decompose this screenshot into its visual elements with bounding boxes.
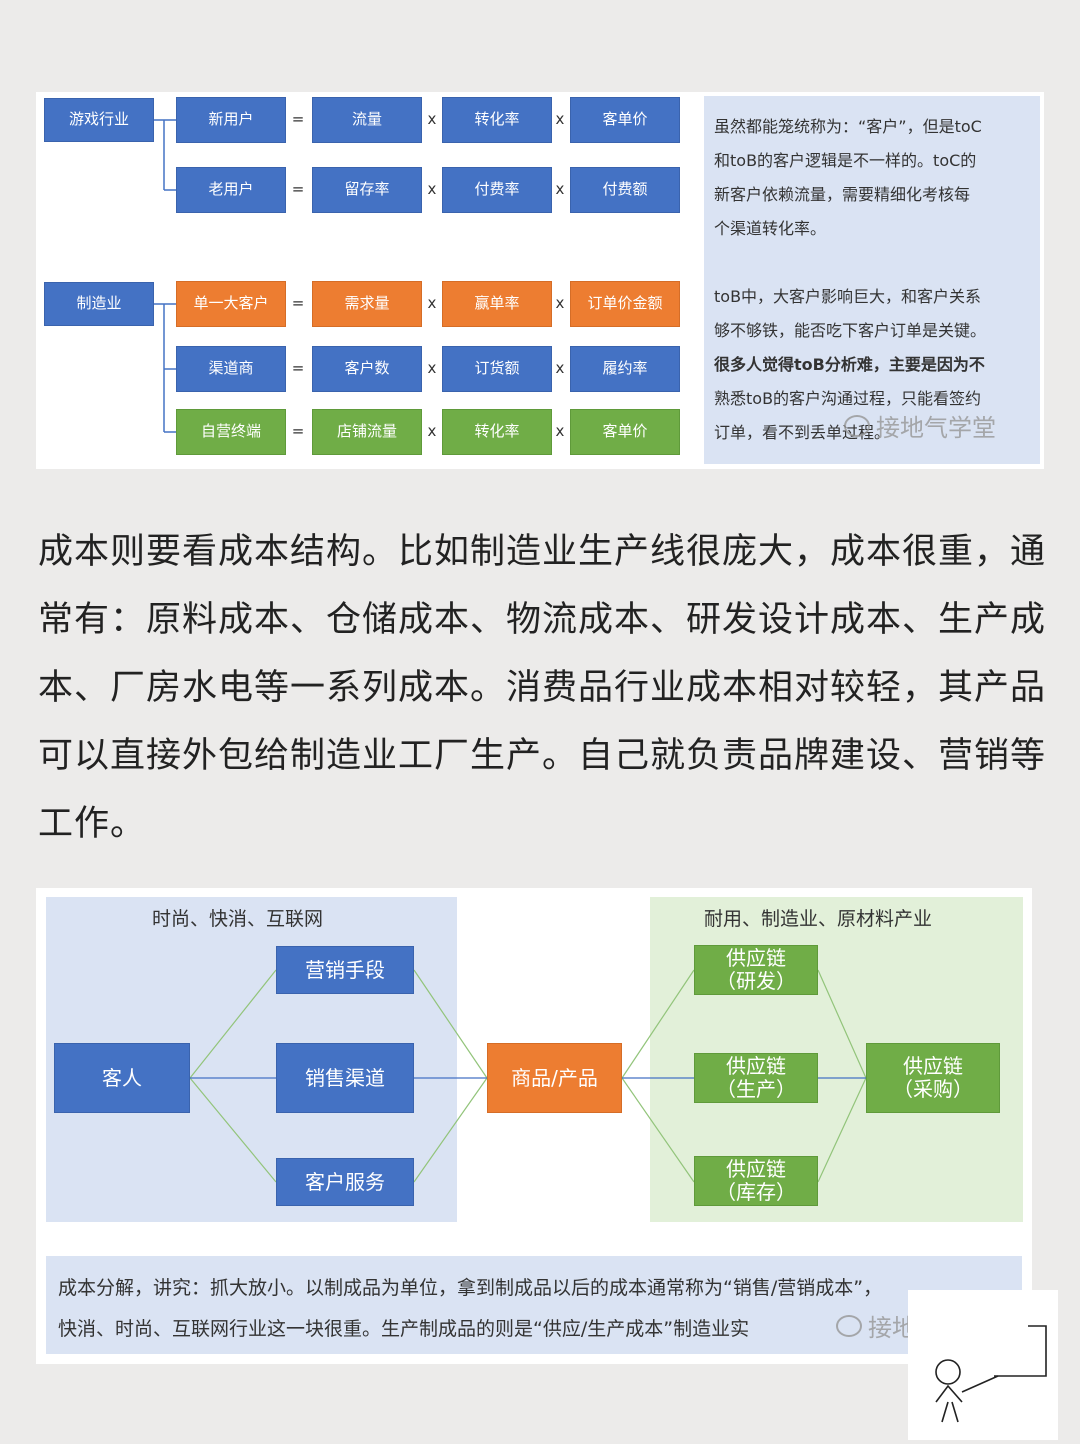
- term-avg-order: 客单价: [570, 409, 680, 455]
- supply-purchase-box: 供应链 （采购）: [866, 1043, 1000, 1113]
- note-line: 成本分解，讲究：抓大放小。以制成品为单位，拿到制成品以后的成本通常称为“销售/营…: [58, 1268, 1010, 1309]
- equals-sign: =: [289, 180, 307, 198]
- equals-sign: =: [289, 422, 307, 440]
- equals-sign: =: [289, 359, 307, 377]
- times-sign: x: [423, 359, 441, 377]
- box-line: 供应链: [726, 1158, 786, 1181]
- term-order-amount: 订货额: [442, 346, 552, 392]
- wechat-icon: [844, 415, 870, 437]
- times-sign: x: [551, 294, 569, 312]
- term-fulfill-rate: 履约率: [570, 346, 680, 392]
- note-line: 新客户依赖流量，需要精细化考核每: [714, 178, 1032, 212]
- box-line: 供应链: [903, 1055, 963, 1078]
- supply-rd-box: 供应链 （研发）: [694, 945, 818, 995]
- customer-service-box: 客户服务: [276, 1158, 414, 1206]
- term-pay-amount: 付费额: [570, 167, 680, 213]
- wechat-icon: [836, 1315, 862, 1337]
- formula-diagram: 游戏行业 制造业 新用户 = 流量 x 转化率 x 客单价 老用户 = 留存率 …: [36, 92, 1044, 469]
- customer-box: 客人: [54, 1043, 190, 1113]
- box-line: 供应链: [726, 1055, 786, 1078]
- times-sign: x: [423, 294, 441, 312]
- times-sign: x: [551, 180, 569, 198]
- note-line: 虽然都能笼统称为：“客户”，但是toC: [714, 110, 1032, 144]
- equals-sign: =: [289, 294, 307, 312]
- times-sign: x: [423, 110, 441, 128]
- sales-channel-box: 销售渠道: [276, 1043, 414, 1113]
- box-line: （研发）: [716, 970, 796, 993]
- term-pay-rate: 付费率: [442, 167, 552, 213]
- times-sign: x: [551, 359, 569, 377]
- term-client-count: 客户数: [312, 346, 422, 392]
- times-sign: x: [423, 180, 441, 198]
- box-line: （采购）: [893, 1078, 973, 1101]
- marketing-box: 营销手段: [276, 946, 414, 994]
- term-avg-order: 客单价: [570, 97, 680, 143]
- new-user-box: 新用户: [176, 97, 286, 143]
- term-traffic: 流量: [312, 97, 422, 143]
- note-line: 够不够铁，能否吃下客户订单是关键。: [714, 314, 1032, 348]
- times-sign: x: [551, 110, 569, 128]
- supply-inventory-box: 供应链 （库存）: [694, 1156, 818, 1206]
- box-line: 供应链: [726, 947, 786, 970]
- supply-production-box: 供应链 （生产）: [694, 1053, 818, 1103]
- term-order-value: 订单价金额: [570, 281, 680, 327]
- term-retention: 留存率: [312, 167, 422, 213]
- watermark: 接地气学堂: [844, 408, 996, 443]
- term-win-rate: 赢单率: [442, 281, 552, 327]
- equals-sign: =: [289, 110, 307, 128]
- corner-sketch: [908, 1290, 1058, 1440]
- product-box: 商品/产品: [487, 1043, 622, 1113]
- times-sign: x: [551, 422, 569, 440]
- note-line: 和toB的客户逻辑是不一样的。toC的: [714, 144, 1032, 178]
- times-sign: x: [423, 422, 441, 440]
- note-line: 个渠道转化率。: [714, 212, 1032, 246]
- term-conversion: 转化率: [442, 409, 552, 455]
- dealer-box: 渠道商: [176, 346, 286, 392]
- teacher-sketch-icon: [908, 1290, 1058, 1440]
- box-line: （生产）: [716, 1078, 796, 1101]
- watermark-text: 接地气学堂: [876, 408, 996, 443]
- term-store-traffic: 店铺流量: [312, 409, 422, 455]
- game-industry-box: 游戏行业: [44, 98, 154, 142]
- term-demand: 需求量: [312, 281, 422, 327]
- big-client-box: 单一大客户: [176, 281, 286, 327]
- note-line: 很多人觉得toB分析难，主要是因为不: [714, 348, 1032, 382]
- term-conversion: 转化率: [442, 97, 552, 143]
- note-line: toB中，大客户影响巨大，和客户关系: [714, 280, 1032, 314]
- old-user-box: 老用户: [176, 167, 286, 213]
- body-paragraph: 成本则要看成本结构。比如制造业生产线很庞大，成本很重，通常有：原料成本、仓储成本…: [38, 518, 1048, 858]
- supply-chain-diagram: 时尚、快消、互联网 耐用、制造业、原材料产业 客人 营销手段 销售渠道 客户服务…: [36, 888, 1032, 1364]
- self-store-box: 自营终端: [176, 409, 286, 455]
- manufacturing-box: 制造业: [44, 282, 154, 326]
- box-line: （库存）: [716, 1181, 796, 1204]
